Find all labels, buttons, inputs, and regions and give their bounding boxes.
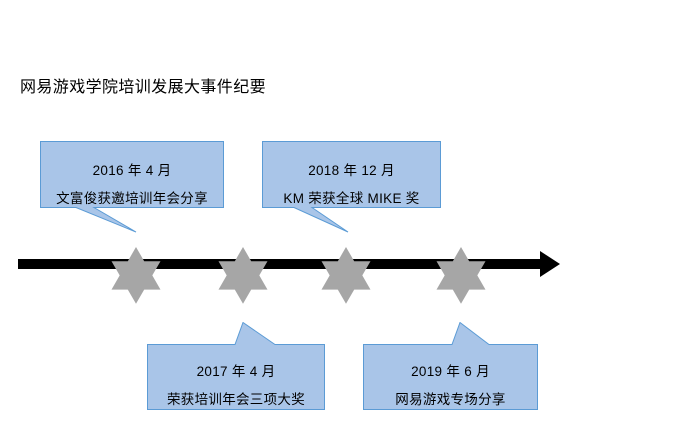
timeline-star-marker-2 — [218, 247, 268, 304]
event-description: 文富俊获邀培训年会分享 — [56, 191, 208, 206]
page-title: 网易游戏学院培训发展大事件纪要 — [20, 79, 267, 96]
event-callout-2018[interactable]: 2018 年 12 月 KM 荣获全球 MIKE 奖 — [262, 141, 441, 236]
event-date: 2019 年 6 月 — [411, 364, 490, 379]
event-callout-2016[interactable]: 2016 年 4 月 文富俊获邀培训年会分享 — [40, 141, 224, 236]
callout-bubble-shape — [363, 322, 538, 410]
event-description: 荣获培训年会三项大奖 — [167, 392, 305, 407]
event-callout-2017[interactable]: 2017 年 4 月 荣获培训年会三项大奖 — [147, 322, 325, 410]
timeline-star-marker-1 — [111, 247, 161, 304]
timeline-star-marker-4 — [436, 247, 486, 304]
timeline-shaft — [18, 259, 546, 269]
callout-bubble-shape — [262, 141, 441, 233]
event-date: 2016 年 4 月 — [92, 163, 172, 178]
event-description: 网易游戏专场分享 — [395, 392, 506, 407]
event-date: 2018 年 12 月 — [308, 163, 395, 178]
event-description: KM 荣获全球 MIKE 奖 — [283, 191, 420, 206]
timeline-arrowhead — [540, 251, 560, 277]
timeline-axis — [0, 225, 682, 305]
callout-bubble-shape — [147, 322, 325, 410]
timeline-star-marker-3 — [321, 247, 371, 304]
callout-bubble-shape — [40, 141, 224, 233]
event-callout-2019[interactable]: 2019 年 6 月 网易游戏专场分享 — [363, 322, 538, 410]
event-date: 2017 年 4 月 — [196, 364, 276, 379]
